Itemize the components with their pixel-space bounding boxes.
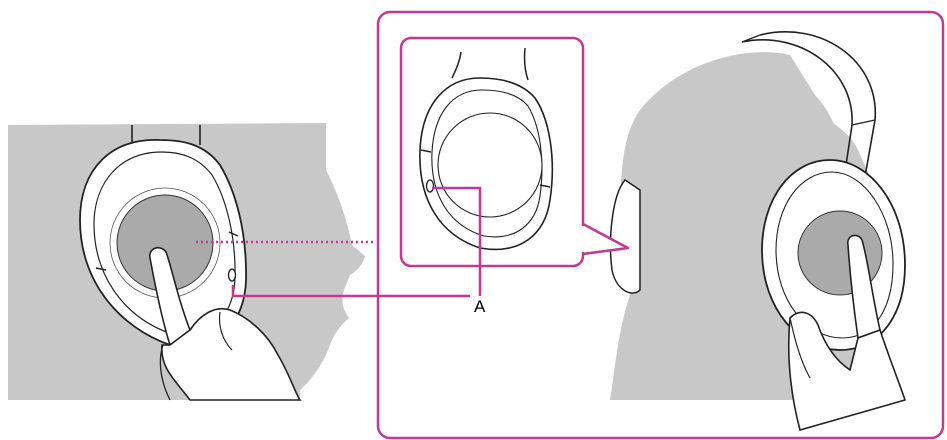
zoom-inset	[401, 38, 628, 266]
sensor-hole-left	[229, 269, 236, 281]
left-scene	[8, 123, 365, 400]
right-scene	[610, 32, 905, 430]
inset-touch-area	[438, 113, 542, 217]
sensor-hole-inset	[427, 180, 434, 192]
far-ear-cup	[611, 180, 640, 293]
callout-label-a: A	[474, 297, 486, 316]
